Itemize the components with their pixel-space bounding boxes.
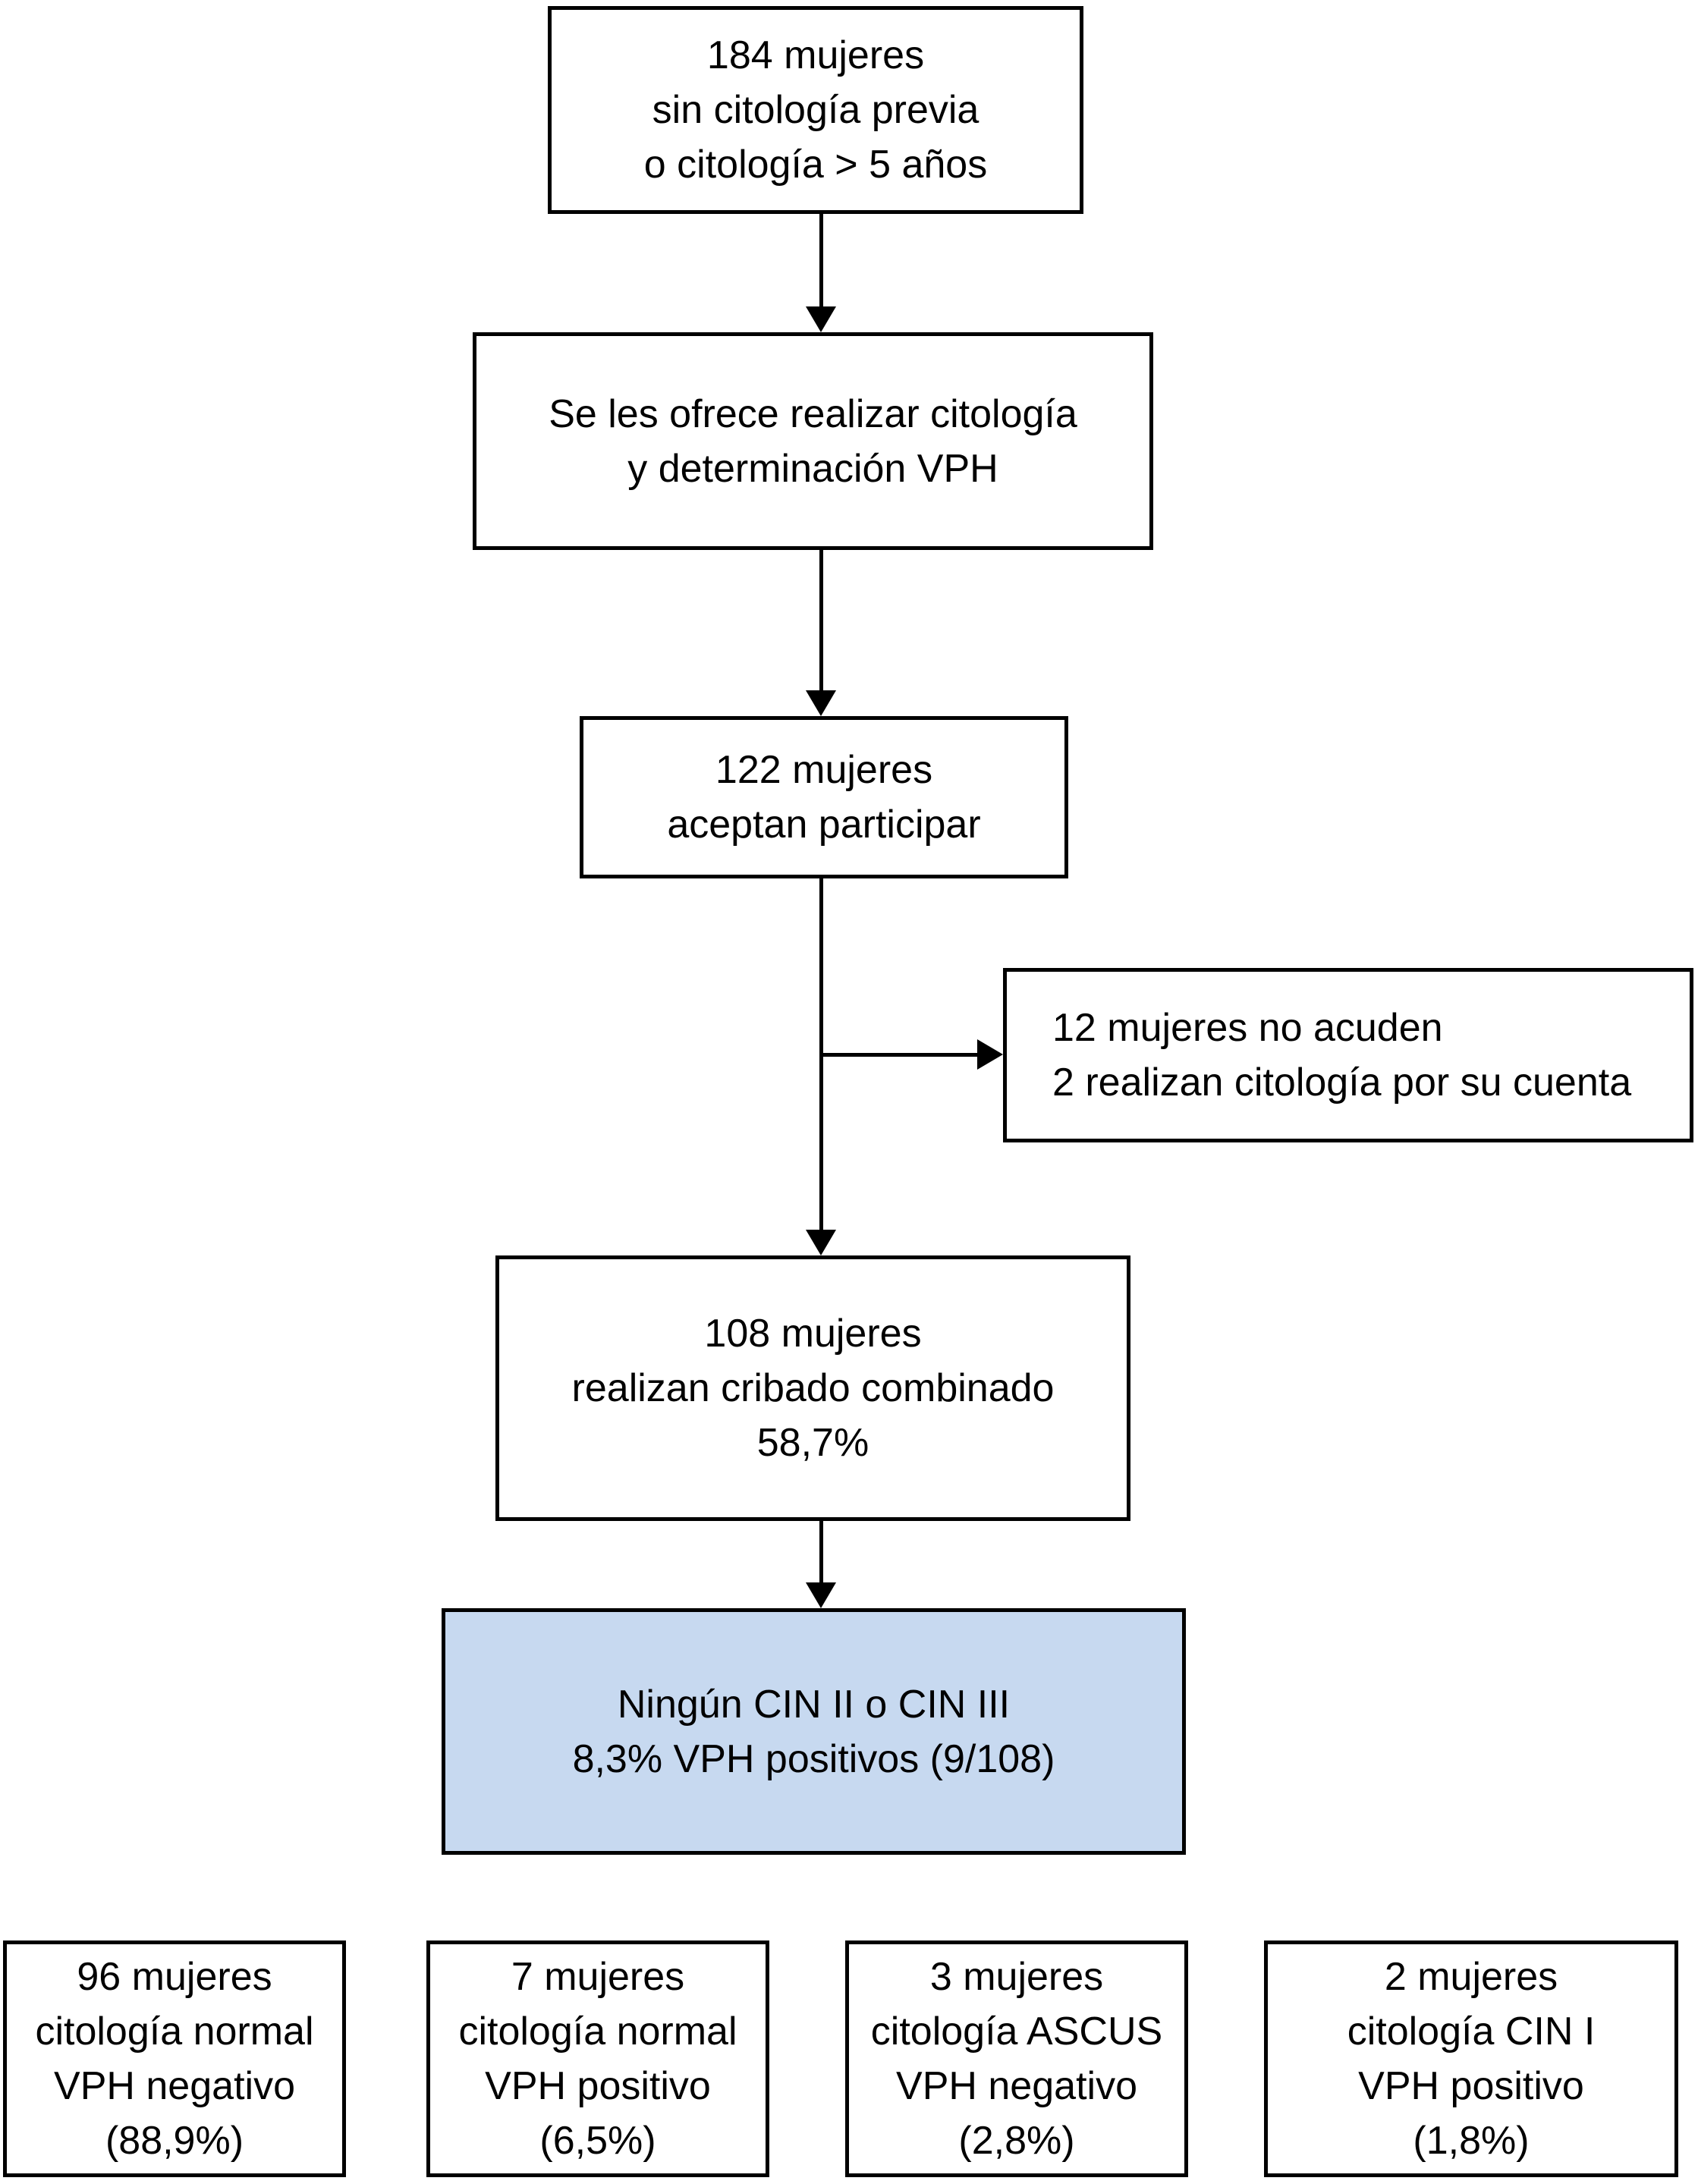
flow-box-line: aceptan participar <box>667 803 981 847</box>
flow-box-line: 108 mujeres <box>704 1312 922 1356</box>
arrowhead-down-icon <box>806 1582 836 1608</box>
flow-box-excluded: 12 mujeres no acuden 2 realizan citologí… <box>1003 968 1693 1142</box>
flow-box-line: 184 mujeres <box>706 33 925 77</box>
flow-box-line: citología CIN I <box>1347 2010 1596 2054</box>
arrow-line <box>819 550 823 692</box>
flow-box-offer: Se les ofrece realizar citología y deter… <box>473 332 1153 550</box>
flow-box-line: 122 mujeres <box>715 748 933 792</box>
flow-box-line: 2 mujeres <box>1384 1955 1558 1999</box>
flow-box-line: (6,5%) <box>539 2119 656 2163</box>
flow-box-outcome-ascus-vph-negative: 3 mujeres citología ASCUS VPH negativo (… <box>845 1940 1188 2177</box>
flow-box-initial: 184 mujeres sin citología previa o citol… <box>548 6 1083 214</box>
flow-box-line: o citología > 5 años <box>643 143 988 187</box>
arrow-line <box>821 1053 979 1057</box>
flow-box-line: 96 mujeres <box>77 1955 272 1999</box>
arrow-line <box>819 1521 823 1584</box>
arrowhead-down-icon <box>806 306 836 332</box>
flow-box-line: VPH negativo <box>896 2064 1137 2108</box>
flow-box-outcome-cin1-vph-positive: 2 mujeres citología CIN I VPH positivo (… <box>1264 1940 1678 2177</box>
flow-box-line: 3 mujeres <box>929 1955 1104 1999</box>
arrowhead-down-icon <box>806 690 836 716</box>
flow-box-line: (1,8%) <box>1413 2119 1530 2163</box>
flow-box-outcome-normal-vph-negative: 96 mujeres citología normal VPH negativo… <box>3 1940 346 2177</box>
flow-box-line: (88,9%) <box>105 2119 244 2163</box>
flow-box-accept: 122 mujeres aceptan participar <box>580 716 1068 878</box>
flow-box-line: citología ASCUS <box>870 2010 1163 2054</box>
flow-box-line: 58,7% <box>756 1421 869 1465</box>
flow-box-line: VPH positivo <box>485 2064 711 2108</box>
flow-box-outcome-normal-vph-positive: 7 mujeres citología normal VPH positivo … <box>426 1940 769 2177</box>
flow-box-line: 2 realizan citología por su cuenta <box>1052 1061 1632 1105</box>
flow-box-line: (2,8%) <box>958 2119 1075 2163</box>
flow-box-screened: 108 mujeres realizan cribado combinado 5… <box>495 1255 1130 1521</box>
arrowhead-right-icon <box>977 1039 1003 1070</box>
flow-box-line: Ningún CIN II o CIN III <box>617 1682 1011 1727</box>
flow-box-line: VPH negativo <box>54 2064 295 2108</box>
flow-box-line: 7 mujeres <box>511 1955 685 1999</box>
arrow-line <box>819 214 823 308</box>
flow-box-result: Ningún CIN II o CIN III 8,3% VPH positiv… <box>442 1608 1186 1855</box>
flow-box-line: y determinación VPH <box>627 446 998 491</box>
flow-box-line: realizan cribado combinado <box>571 1366 1055 1410</box>
arrowhead-down-icon <box>806 1230 836 1255</box>
flow-box-line: 8,3% VPH positivos (9/108) <box>572 1736 1055 1781</box>
flow-box-line: sin citología previa <box>652 88 979 132</box>
flow-box-line: 12 mujeres no acuden <box>1052 1006 1443 1050</box>
flow-box-line: citología normal <box>35 2010 314 2054</box>
flow-box-line: citología normal <box>458 2010 737 2054</box>
flow-box-line: VPH positivo <box>1358 2064 1584 2108</box>
flow-box-line: Se les ofrece realizar citología <box>549 391 1077 436</box>
